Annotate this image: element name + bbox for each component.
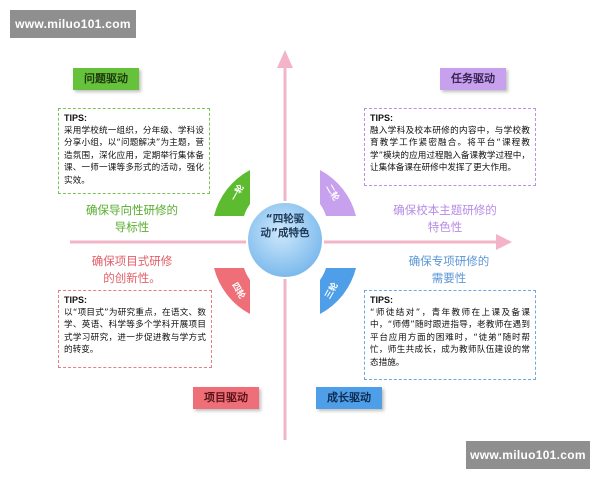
goal-problem-line2: 导标性 (114, 220, 150, 234)
goal-project-line1: 确保项目式研修 (91, 254, 173, 268)
tips-box-growth: TIPS: “师徒结对”，青年教师在上课及备课中，“师傅”随时跟进指导，老教师在… (364, 290, 536, 380)
tips-box-task: TIPS: 融入学科及校本研修的内容中，与学校教育教学工作紧密融合。将平台“课程… (364, 108, 536, 186)
tips-box-problem: TIPS: 采用学校统一组织，分年级、学科设分享小组，以“问题解决”为主题，营造… (58, 108, 210, 194)
goal-task-line2: 特色性 (427, 220, 463, 234)
goal-problem: 确保导向性研修的 导标性 (62, 202, 202, 236)
goal-project: 确保项目式研修 的创新性。 (62, 253, 202, 287)
horizontal-axis-arrow (496, 234, 512, 250)
center-circle (246, 201, 324, 279)
goal-task-line1: 确保校本主题研修的 (393, 203, 497, 217)
tag-task-driven: 任务驱动 (440, 68, 506, 90)
tips-text-project: 以“项目式”为研究重点，在语文、数学、英语、科学等多个学科开展项目式学习研究，进… (64, 307, 206, 356)
vertical-axis-arrow (277, 50, 293, 68)
tips-heading: TIPS: (64, 113, 88, 123)
tips-box-project: TIPS: 以“项目式”为研究重点，在语文、数学、英语、科学等多个学科开展项目式… (58, 290, 212, 368)
watermark-bottom: www.miluo101.com (466, 441, 590, 469)
center-title: “四轮驱动”成特色 (260, 213, 310, 239)
petal-four-red (214, 268, 250, 314)
goal-growth-line1: 确保专项研修的 (408, 254, 490, 268)
goal-growth-line2: 需要性 (431, 271, 467, 285)
goal-task: 确保校本主题研修的 特色性 (370, 202, 520, 236)
tips-heading: TIPS: (370, 113, 394, 123)
tips-heading: TIPS: (370, 295, 394, 305)
watermark-top: www.miluo101.com (10, 10, 136, 38)
goal-problem-line1: 确保导向性研修的 (86, 203, 178, 217)
tag-growth-driven: 成长驱动 (316, 387, 382, 409)
tag-problem-driven: 问题驱动 (73, 68, 139, 90)
tag-project-driven: 项目驱动 (193, 387, 259, 409)
goal-growth: 确保专项研修的 需要性 (384, 253, 514, 287)
tips-text-task: 融入学科及校本研修的内容中，与学校教育教学工作紧密融合。将平台“课程教学”模块的… (370, 125, 530, 174)
petal-one-green (214, 170, 250, 216)
tips-text-problem: 采用学校统一组织，分年级、学科设分享小组，以“问题解决”为主题，营造氛围，深化应… (64, 125, 204, 186)
tips-heading: TIPS: (64, 295, 88, 305)
tips-text-growth: “师徒结对”，青年教师在上课及备课中，“师傅”随时跟进指导，老教师在遇到平台应用… (370, 307, 530, 368)
petal-two-purple (320, 170, 356, 216)
petal-three-blue (320, 268, 356, 314)
goal-project-line2: 的创新性。 (103, 271, 161, 285)
